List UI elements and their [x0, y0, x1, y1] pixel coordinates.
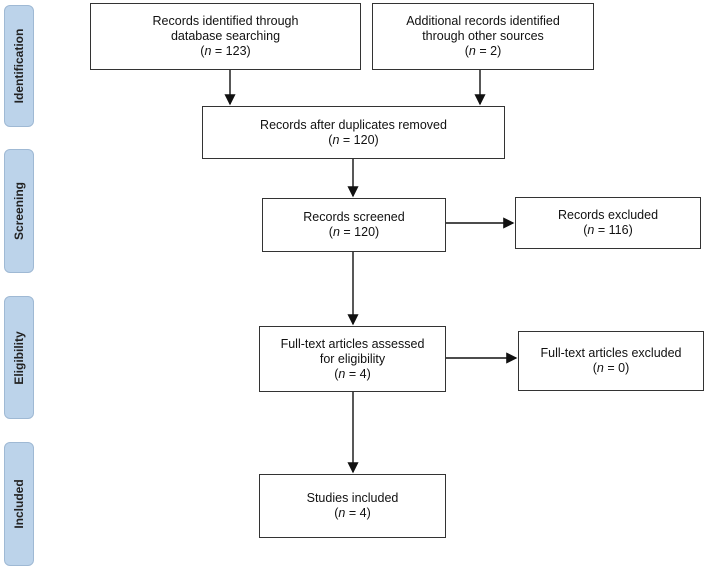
box-text: Full-text articles excluded	[540, 346, 682, 360]
box-count: (n = 123)	[200, 44, 251, 58]
box-text: Full-text articles assessed for eligibil…	[280, 336, 425, 366]
box-count: (n = 4)	[334, 506, 371, 520]
box-count: (n = 2)	[464, 44, 502, 58]
box-text: Records after duplicates removed	[260, 117, 447, 132]
stage-identification: Identification	[4, 5, 34, 127]
box-text: Records screened	[303, 210, 405, 224]
box-database-searching: Records identified through database sear…	[90, 3, 361, 70]
stage-eligibility: Eligibility	[4, 296, 34, 419]
stage-screening: Screening	[4, 149, 34, 273]
box-fulltext-assessed: Full-text articles assessed for eligibil…	[259, 326, 446, 392]
box-count: (n = 120)	[328, 132, 379, 147]
box-count: (n = 0)	[592, 361, 630, 375]
box-count: (n = 4)	[334, 366, 371, 381]
box-records-excluded: Records excluded (n = 116)	[515, 197, 701, 249]
box-count: (n = 120)	[328, 225, 380, 239]
box-count: (n = 116)	[583, 223, 633, 237]
box-studies-included: Studies included (n = 4)	[259, 474, 446, 538]
stage-included: Included	[4, 442, 34, 566]
box-text: Studies included	[306, 491, 399, 505]
box-after-duplicates: Records after duplicates removed (n = 12…	[202, 106, 505, 159]
box-records-screened: Records screened (n = 120)	[262, 198, 446, 252]
box-fulltext-excluded: Full-text articles excluded (n = 0)	[518, 331, 704, 391]
box-text: Records excluded	[557, 208, 659, 222]
box-other-sources: Additional records identified through ot…	[372, 3, 594, 70]
box-text: Records identified through database sear…	[152, 14, 299, 43]
box-text: Additional records identified through ot…	[406, 14, 560, 43]
